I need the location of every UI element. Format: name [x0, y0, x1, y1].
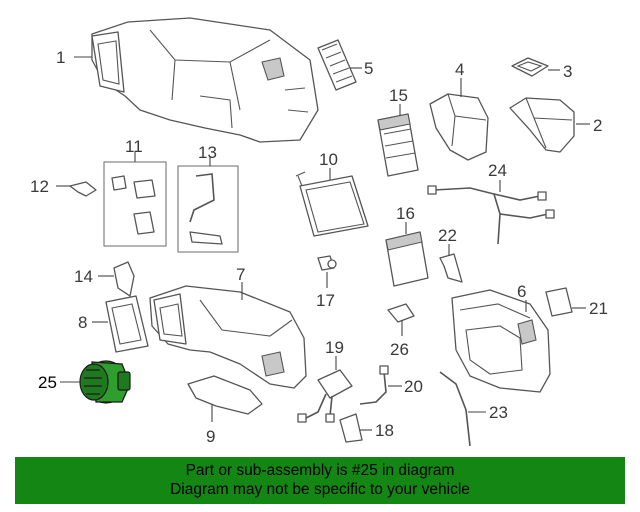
callout-8: 8: [78, 313, 87, 332]
part-10-evaporator: [295, 171, 369, 237]
part-21-cover-plate: [545, 287, 573, 317]
part-9-duct-panel: [187, 375, 263, 415]
part-2-air-duct: [509, 97, 575, 153]
callout-2: 2: [593, 116, 602, 135]
part-16-control-module: [385, 231, 429, 287]
part-3-gasket: [511, 57, 549, 77]
callout-7: 7: [236, 265, 245, 284]
callout-9: 9: [206, 427, 215, 446]
callout-23: 23: [489, 403, 508, 422]
banner-line-1: Part or sub-assembly is #25 in diagram: [185, 462, 455, 479]
callout-21: 21: [589, 299, 608, 318]
callout-19: 19: [325, 338, 344, 357]
part-26-actuator: [387, 303, 415, 323]
callout-16: 16: [396, 204, 415, 223]
callout-4: 4: [455, 60, 464, 79]
part-13-hose-kit: [189, 173, 223, 245]
part-7-lower-housing: [149, 285, 307, 389]
part-17-sensor: [317, 255, 337, 271]
callout-5: 5: [364, 59, 373, 78]
callout-11: 11: [125, 137, 143, 156]
banner-line-2: Diagram may not be specific to your vehi…: [170, 481, 470, 498]
part-6-blower-housing: [451, 289, 551, 393]
hvac-exploded-diagram: 1 5 4 3 2 15 10: [30, 17, 608, 447]
callout-26: 26: [390, 340, 409, 359]
callout-15: 15: [389, 86, 408, 105]
part-1-heater-housing: [91, 17, 319, 143]
callout-14: 14: [74, 267, 93, 286]
part-info-banner: Part or sub-assembly is #25 in diagram D…: [15, 457, 625, 504]
part-15-heater-core: [377, 113, 419, 177]
callout-10: 10: [319, 150, 338, 169]
part-24-wiring-harness: [427, 185, 555, 245]
part-20-control-cable: [359, 365, 389, 405]
part-12-clip: [69, 181, 97, 197]
part-22-bracket: [439, 253, 463, 283]
callout-22: 22: [438, 226, 457, 245]
callout-18: 18: [375, 421, 394, 440]
callout-3: 3: [563, 62, 572, 81]
part-13-kit-box: [177, 165, 239, 253]
part-4-air-duct: [429, 93, 489, 161]
part-5-air-filter: [317, 39, 357, 91]
callout-25: 25: [38, 373, 57, 392]
callout-13: 13: [198, 143, 217, 162]
part-11-seal-kit: [111, 175, 156, 235]
callout-12: 12: [30, 177, 49, 196]
callout-24: 24: [488, 161, 507, 180]
part-23-drain-hose: [439, 371, 471, 447]
callout-17: 17: [316, 291, 335, 310]
part-18-bracket: [339, 413, 363, 443]
callout-1: 1: [56, 48, 65, 67]
part-11-kit-box: [103, 161, 167, 247]
callout-6: 6: [517, 282, 526, 301]
part-8-gasket: [105, 295, 149, 353]
part-14-bracket: [113, 261, 135, 297]
part-19-blower-resistor: [297, 369, 353, 423]
part-25-blower-motor[interactable]: [79, 360, 131, 404]
callout-20: 20: [404, 377, 423, 396]
